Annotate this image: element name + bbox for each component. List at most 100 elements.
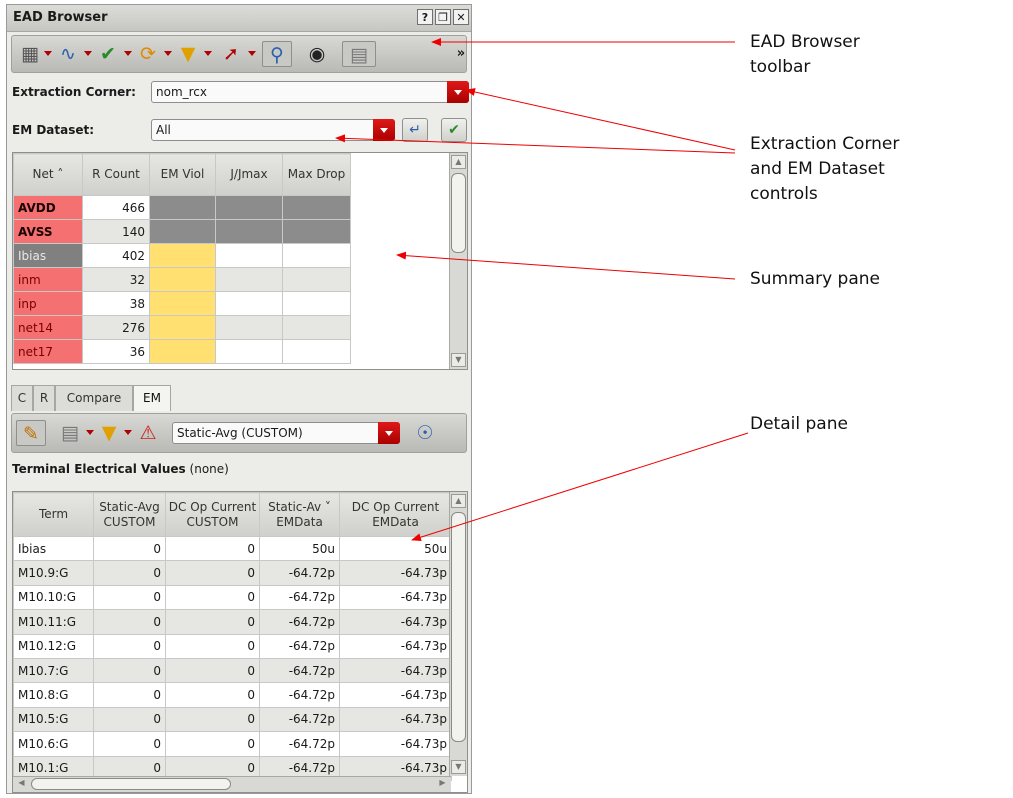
jjmax-cell [215,339,283,364]
ead-browser-panel: EAD Browser ? ❐ ✕ ▦ ∿ ✔ ⟳ ▼ ➚ ⚲ ◉ ▤ » Ex… [6,4,472,794]
tab-em[interactable]: EM [133,385,171,411]
section-note: (none) [189,462,229,476]
pencil-icon[interactable]: ✎ [16,420,46,446]
detail-horizontal-scrollbar[interactable]: ◀ ▶ [13,776,451,792]
max-drop-cell [282,291,351,316]
column-header-jjmax[interactable]: J/Jmax [215,153,283,196]
layout-icon[interactable]: ▤ [342,41,376,67]
summary-scrollbar[interactable]: ▲ ▼ [449,153,467,369]
help-button[interactable]: ? [417,9,433,25]
pointer-icon[interactable]: ➚ [216,41,256,67]
scroll-up-icon[interactable]: ▲ [451,494,466,508]
close-button[interactable]: ✕ [453,9,469,25]
analysis-select[interactable]: Static-Avg (CUSTOM) [172,422,400,444]
tab-compare[interactable]: Compare [55,385,133,411]
value-cell: -64.72p [259,560,340,586]
warning-icon[interactable]: ⚠ [139,422,157,444]
scroll-down-icon[interactable]: ▼ [451,760,466,774]
annotation-controls: Extraction Corner and EM Dataset control… [750,132,899,207]
value-cell: -64.72p [259,731,340,757]
column-header-max-drop[interactable]: Max Drop [282,153,351,196]
zoom-icon[interactable]: ⚲ [262,41,292,67]
float-button[interactable]: ❐ [435,9,451,25]
value-cell: 0 [93,657,166,684]
em-viol-cell [149,315,216,340]
binoculars-icon[interactable]: ◉ [308,43,326,65]
column-header-r-count[interactable]: R Count [82,153,150,196]
title-bar[interactable]: EAD Browser ? ❐ ✕ [7,5,471,32]
summary-table: Net ˄ R Count EM Viol J/Jmax Max Drop AV… [13,153,351,364]
tab-r[interactable]: R [33,385,55,411]
em-dataset-select[interactable]: All [151,119,395,141]
check-icon[interactable]: ✔ [94,41,132,67]
column-header-net[interactable]: Net ˄ [13,153,83,196]
value-cell: -64.73p [339,584,452,611]
detail-vertical-scrollbar[interactable]: ▲ ▼ [449,492,467,776]
extraction-corner-select[interactable]: nom_rcx [151,81,469,103]
chevron-down-icon[interactable] [447,81,469,103]
arrow-extraction [465,88,736,151]
scroll-right-icon[interactable]: ▶ [439,778,446,787]
value-cell: 50u [339,535,452,562]
annotation-toolbar: EAD Browser toolbar [750,30,860,80]
value-cell: 50u [259,535,340,562]
tab-c[interactable]: C [11,385,33,411]
scroll-thumb[interactable] [31,778,231,790]
column-header-line: DC Op Current [168,499,257,514]
scroll-down-icon[interactable]: ▼ [451,353,466,367]
net-cell: net14 [13,315,83,340]
value-cell: -64.72p [259,657,340,684]
value-cell: -64.72p [259,584,340,611]
analysis-value: Static-Avg (CUSTOM) [177,426,303,440]
chevron-down-icon[interactable] [378,422,400,444]
scroll-thumb[interactable] [451,512,466,742]
column-header-line: CUSTOM [103,514,156,529]
eye-icon[interactable]: ☉ [416,422,434,444]
scroll-left-icon[interactable]: ◀ [18,778,25,787]
filter-icon[interactable]: ▼ [96,420,132,446]
max-drop-cell [282,243,351,268]
filter-icon[interactable]: ▼ [174,41,212,67]
scroll-thumb[interactable] [451,173,466,253]
waveform-icon[interactable]: ∿ [54,41,92,67]
column-header[interactable]: Static-Av ˅EMData [259,492,340,537]
extraction-corner-label: Extraction Corner: [12,85,136,99]
column-header[interactable]: Term [13,492,94,537]
value-cell: -64.73p [339,657,452,684]
more-icon[interactable]: » [456,46,466,61]
check-icon[interactable]: ✔ [441,118,467,142]
value-cell: -64.73p [339,682,452,708]
value-cell: 0 [165,657,260,684]
table-icon[interactable]: ▦ [18,41,52,67]
summary-pane: Net ˄ R Count EM Viol J/Jmax Max Drop AV… [12,152,468,370]
refresh-icon[interactable]: ⟳ [134,41,172,67]
column-header-em-viol[interactable]: EM Viol [149,153,216,196]
value-cell: -64.73p [339,706,452,733]
chevron-down-icon[interactable] [373,119,395,141]
export-icon[interactable]: ↵ [402,118,428,142]
table-icon[interactable]: ▤ [56,420,94,446]
em-dataset-value: All [156,123,171,137]
value-cell: 0 [165,633,260,659]
scroll-up-icon[interactable]: ▲ [451,155,466,169]
